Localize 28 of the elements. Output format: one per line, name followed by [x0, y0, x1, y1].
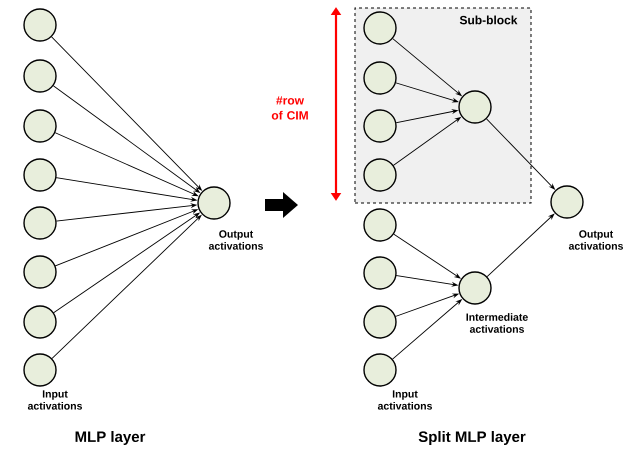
neuron-circle	[23, 255, 57, 289]
neuron-circle	[363, 61, 397, 95]
neuron-circle	[23, 206, 57, 240]
neuron-circle	[550, 185, 584, 219]
node-caption: Input activations	[378, 390, 432, 410]
neuron-circle	[23, 8, 57, 42]
neuron-circle	[363, 109, 397, 143]
node-caption: Intermediate activations	[466, 313, 528, 333]
node-caption: Output activations	[208, 230, 263, 250]
neuron-circle	[23, 109, 57, 143]
neuron-circle	[23, 353, 57, 387]
neuron-circle	[363, 208, 397, 242]
neuron-circle	[197, 186, 231, 220]
neuron-circle	[458, 90, 492, 124]
neuron-circle	[23, 59, 57, 93]
node-caption: Output activations	[568, 230, 623, 250]
neuron-circle	[363, 353, 397, 387]
panel-caption: MLP layer	[76, 431, 146, 445]
panel-caption: Split MLP layer	[418, 431, 526, 445]
neuron-circle	[363, 11, 397, 45]
neuron-circle	[23, 158, 57, 192]
dimension-label: #row of CIM	[272, 96, 308, 120]
neuron-circle	[23, 305, 57, 339]
neuron-circle	[458, 271, 492, 305]
node-caption: Input activations	[28, 390, 82, 410]
neuron-circle	[363, 256, 397, 290]
neuron-circle	[363, 305, 397, 339]
neuron-circle	[363, 158, 397, 192]
